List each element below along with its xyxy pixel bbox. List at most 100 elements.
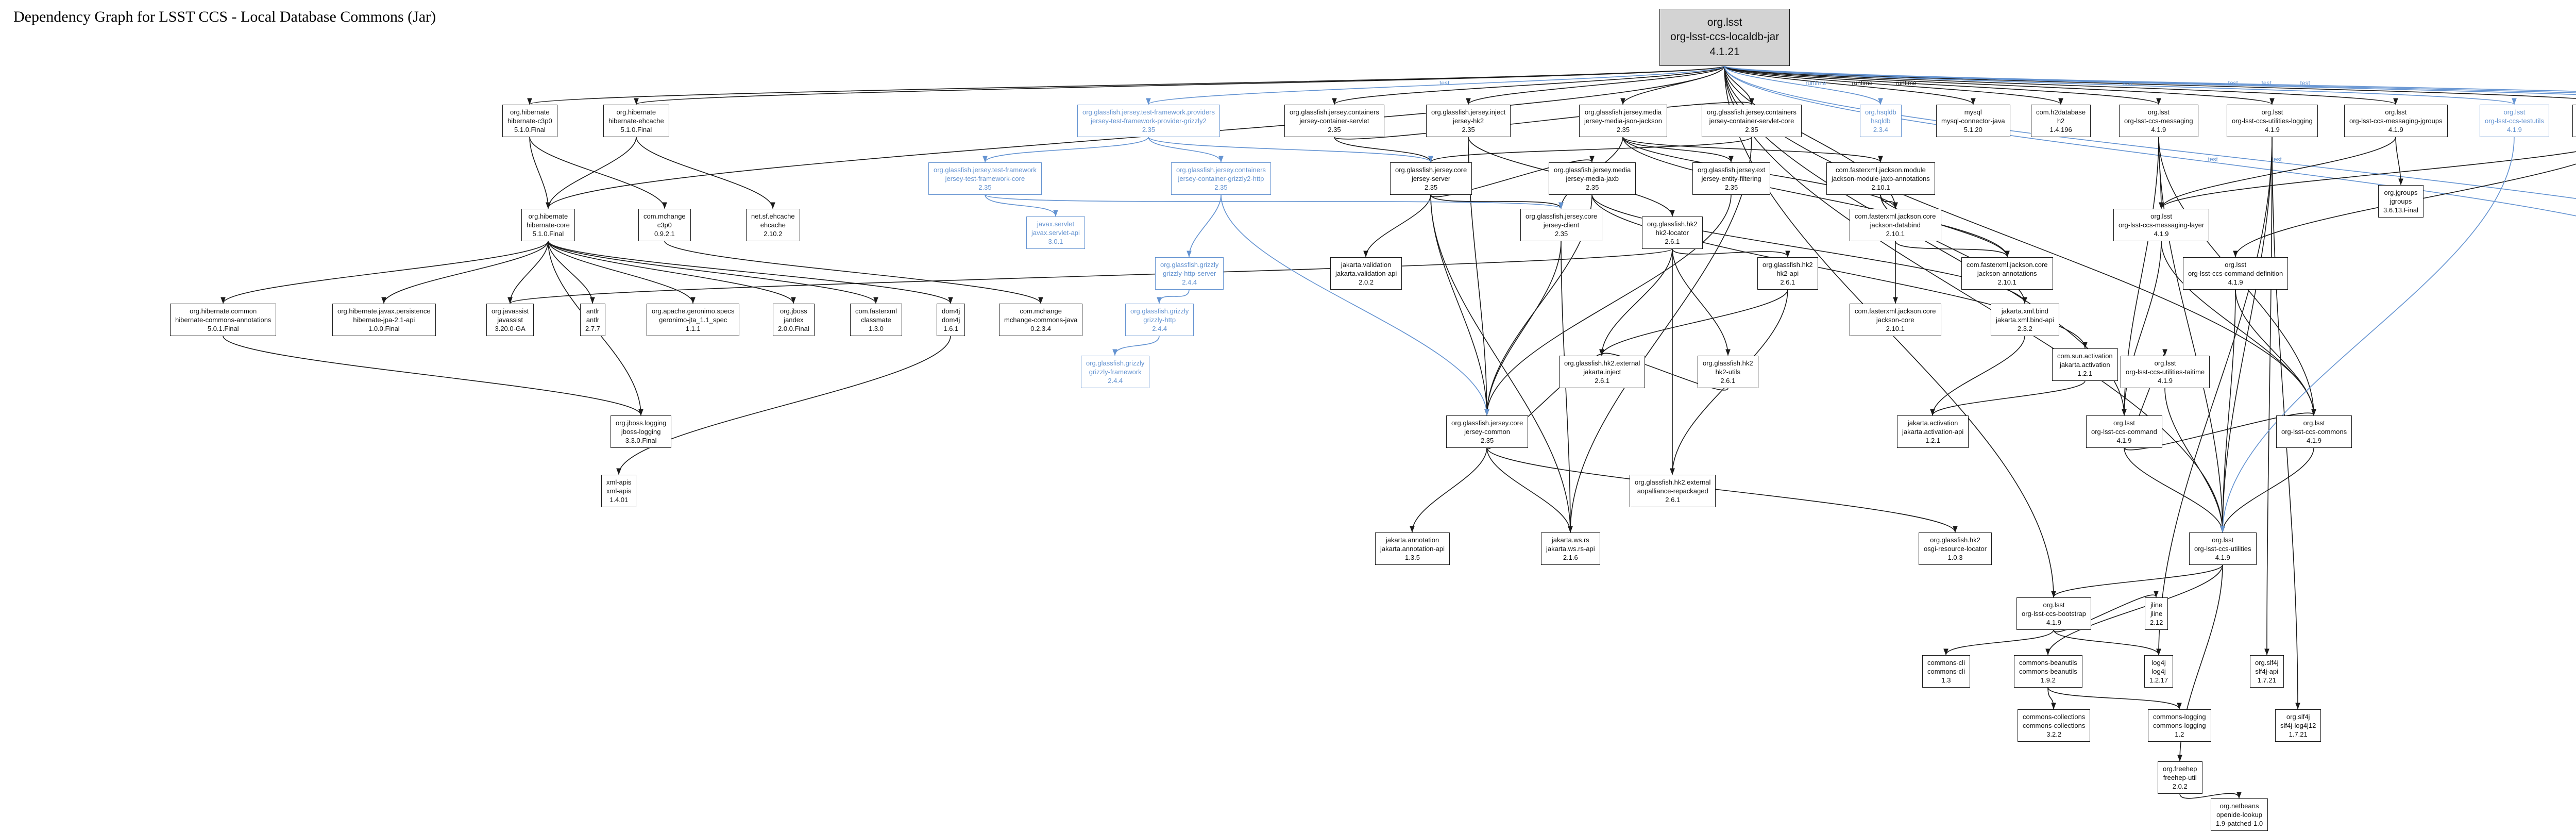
edge-scope-label: test [2272, 156, 2282, 163]
dep-node-label: antlr [586, 316, 600, 324]
dep-node-label: commons-cli [1927, 668, 1965, 676]
dep-node-label: org.glassfish.grizzly [1160, 261, 1219, 269]
dep-node-label: jersey-test-framework-provider-grizzly2 [1091, 117, 1207, 125]
dep-node-label: 2.35 [1214, 184, 1228, 192]
dep-node-label: 2.6.1 [1720, 377, 1736, 385]
dep-node-label: com.mchange [1020, 307, 1062, 315]
dep-node-label: 2.10.1 [1886, 325, 1905, 333]
dependency-edge [1146, 65, 1725, 105]
dep-node-label: jersey-container-servlet [1299, 117, 1369, 125]
dep-node-label: 1.0.3 [1947, 554, 1963, 562]
dep-node-label: jline [2150, 610, 2163, 618]
dependency-edge [548, 241, 595, 304]
dep-node-label: 2.4.4 [1108, 377, 1123, 385]
dep-node-label: 2.10.2 [764, 230, 783, 238]
dep-node-label: 4.1.9 [2116, 437, 2132, 445]
dep-node-label: org.hibernate [510, 108, 550, 116]
dep-node-label: commons-logging [2153, 722, 2206, 730]
dep-node-label: org.hibernate [528, 212, 568, 220]
dep-node-label: org.glassfish.hk2.external [1635, 478, 1711, 486]
dependency-edge [1428, 136, 1752, 163]
dependency-edge [1724, 65, 2517, 105]
dep-node-label: slf4j-log4j12 [2280, 722, 2316, 730]
dep-node-label: org.hibernate.javax.persistence [337, 307, 431, 315]
dependency-edge [1930, 380, 2086, 416]
dep-node-label: dom4j [942, 316, 960, 324]
dep-node-label: 4.1.9 [2154, 230, 2169, 238]
dependency-edge [548, 241, 696, 304]
dep-node-label: org.lsst [2303, 419, 2325, 427]
dependency-edge [1484, 241, 1562, 416]
dep-node-label: org-lsst-ccs-bootstrap [2022, 610, 2086, 618]
dep-node-label: org.netbeans [2219, 802, 2259, 810]
dep-node-label: 1.0.0.Final [368, 325, 400, 333]
dep-node-label: jersey-common [1464, 428, 1511, 436]
dependency-edge [1724, 65, 2576, 92]
dep-node-label: 4.1.9 [2228, 278, 2243, 287]
dep-node-label: grizzly-http-server [1163, 270, 1216, 278]
dep-node-label: commons-beanutils [2019, 668, 2077, 676]
edge-scope-label: test [2208, 156, 2218, 163]
dep-node-label: xml-apis [606, 478, 632, 486]
dep-node-label: org.lsst [2043, 601, 2065, 609]
dependency-edge [548, 241, 878, 304]
dep-node-label: jakarta.annotation [1385, 536, 1439, 544]
dependency-edge [2159, 137, 2396, 209]
dependency-edge [1622, 137, 1734, 163]
dep-node-label: 0.9.2.1 [654, 230, 675, 238]
dependency-edge [982, 137, 1149, 163]
dep-node-label: 2.3.4 [1873, 126, 1888, 134]
dependency-edge [1332, 65, 1725, 105]
dependency-edge [529, 137, 551, 209]
dep-node-label: commons-logging [2153, 713, 2206, 721]
dep-node-label: 2.3.2 [2017, 325, 2032, 333]
dep-node-label: jakarta.xml.bind [2001, 307, 2048, 315]
dep-node-label: org.lsst [2147, 108, 2170, 116]
dep-node-label: 2.6.1 [1595, 377, 1610, 385]
dep-node-label: org-lsst-ccs-localdb-jar [1670, 31, 1780, 43]
dep-node-label: hibernate-commons-annotations [175, 316, 272, 324]
dep-node-label: 2.35 [1724, 184, 1738, 192]
dep-node-label: hsqldb [1871, 117, 1891, 125]
dep-node-label: 2.35 [1480, 437, 1494, 445]
dependency-edge [1943, 629, 2054, 656]
dep-node-label: javax.servlet [1037, 220, 1075, 228]
dep-node-label: 2.10.1 [1886, 230, 1905, 238]
dep-node-label: 5.0.1.Final [207, 325, 239, 333]
dep-node-label: jline [2150, 601, 2163, 609]
dep-node-label: org.hsqldb [1865, 108, 1896, 116]
dep-node-label: org.glassfish.hk2 [1762, 261, 1813, 269]
dependency-edge [1724, 65, 2063, 105]
dep-node-label: 1.2.1 [2077, 370, 2093, 378]
dep-node-label: 3.6.13.Final [2383, 206, 2418, 214]
dependency-edge [985, 194, 1564, 209]
dep-node-label: hk2-utils [1715, 368, 1740, 376]
dep-node-label: hibernate-jpa-2.1-api [353, 316, 415, 324]
dep-node-label: 2.10.1 [1871, 184, 1890, 192]
dependency-edge [636, 137, 775, 209]
dep-node-label: org.glassfish.jersey.containers [1176, 166, 1266, 174]
dep-node-label: org.lsst [2212, 536, 2234, 544]
dep-node-label: 1.6.1 [943, 325, 959, 333]
dep-node-label: org.jgroups [2384, 189, 2418, 196]
dependency-edge [2156, 137, 2273, 656]
